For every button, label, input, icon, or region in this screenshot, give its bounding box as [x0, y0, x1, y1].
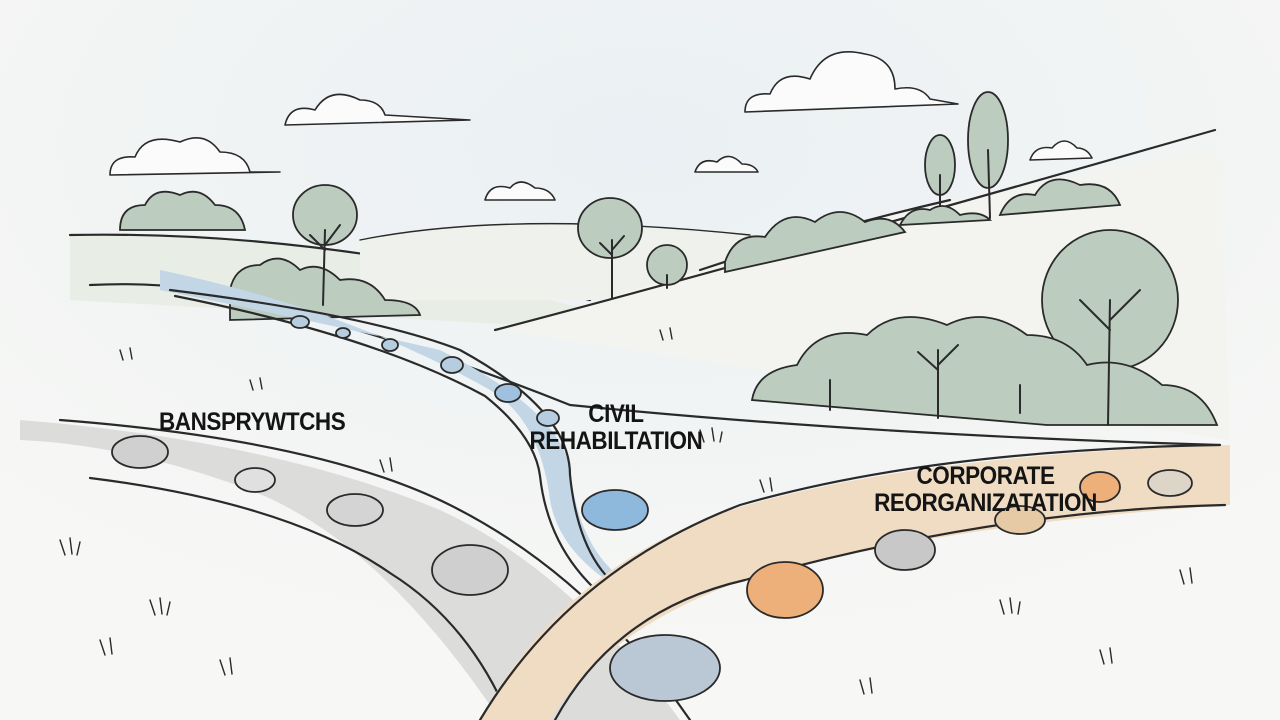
- label-tan-path-line2: REORGANIZATATION: [874, 489, 1097, 517]
- label-tan-path: CORPORATE REORGANIZATATION: [864, 463, 1107, 517]
- back-hill-center: [360, 223, 750, 300]
- grass-tufts: [59, 327, 1193, 695]
- stream: [160, 270, 640, 600]
- stones: [111, 315, 1193, 702]
- label-stream-line1: CIVIL: [588, 400, 644, 428]
- clouds: [109, 50, 1093, 201]
- label-stream: CIVIL REHABILTATION: [516, 401, 716, 455]
- tree-trunks: [309, 149, 1141, 426]
- gray-path: [20, 420, 680, 720]
- label-left-path: BANSPRYWTCHS: [159, 408, 346, 436]
- label-stream-line2: REHABILTATION: [529, 427, 703, 455]
- label-tan-path-line1: CORPORATE: [916, 462, 1055, 490]
